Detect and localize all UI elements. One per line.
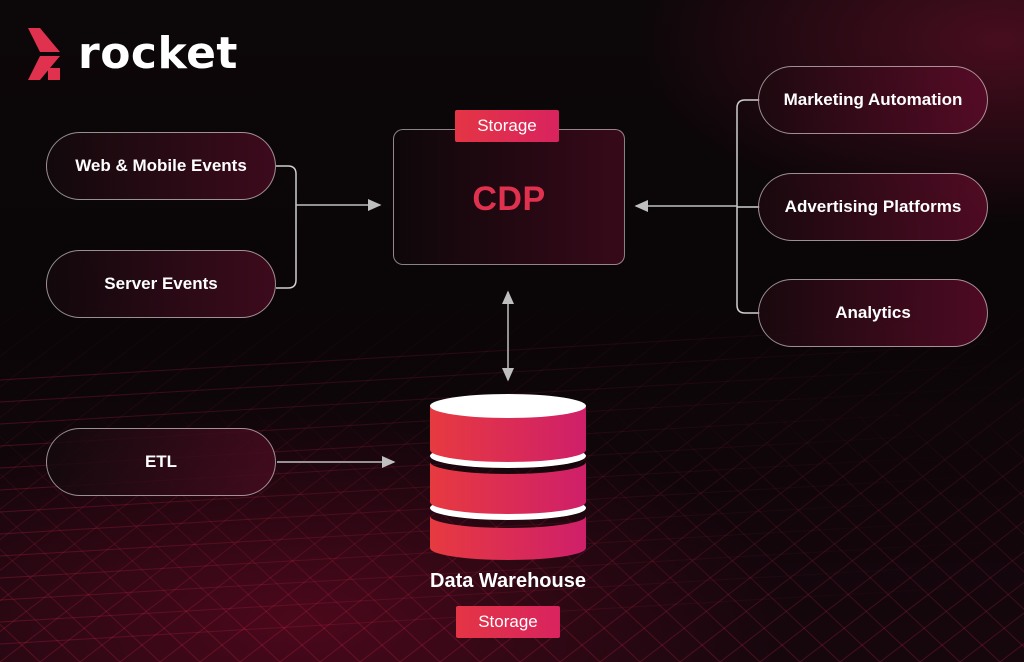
logo-text: rocket (78, 28, 238, 79)
destination-advertising-platforms: Advertising Platforms (758, 173, 988, 241)
rocket-logo: rocket (26, 26, 238, 82)
warehouse-storage-tag: Storage (456, 606, 560, 638)
cdp-label: CDP (472, 180, 546, 218)
source-label: Server Events (104, 274, 218, 293)
source-etl: ETL (46, 428, 276, 496)
source-server-events: Server Events (46, 250, 276, 318)
source-web-mobile-events: Web & Mobile Events (46, 132, 276, 200)
cdp-storage-tag: Storage (455, 110, 559, 142)
cdp-box (393, 129, 625, 265)
destination-label: Advertising Platforms (784, 197, 962, 216)
warehouse-label: Data Warehouse (430, 570, 586, 592)
destination-label: Analytics (835, 303, 911, 322)
destination-analytics: Analytics (758, 279, 988, 347)
left-bracket-line (276, 165, 297, 289)
cdp-storage-tag-label: Storage (477, 116, 537, 135)
rocket-logo-icon (28, 28, 60, 80)
destination-marketing-automation: Marketing Automation (758, 66, 988, 134)
destination-label: Marketing Automation (783, 90, 963, 109)
source-label: ETL (144, 452, 178, 471)
warehouse-storage-tag-label: Storage (478, 612, 538, 631)
source-label: Web & Mobile Events (75, 156, 247, 175)
